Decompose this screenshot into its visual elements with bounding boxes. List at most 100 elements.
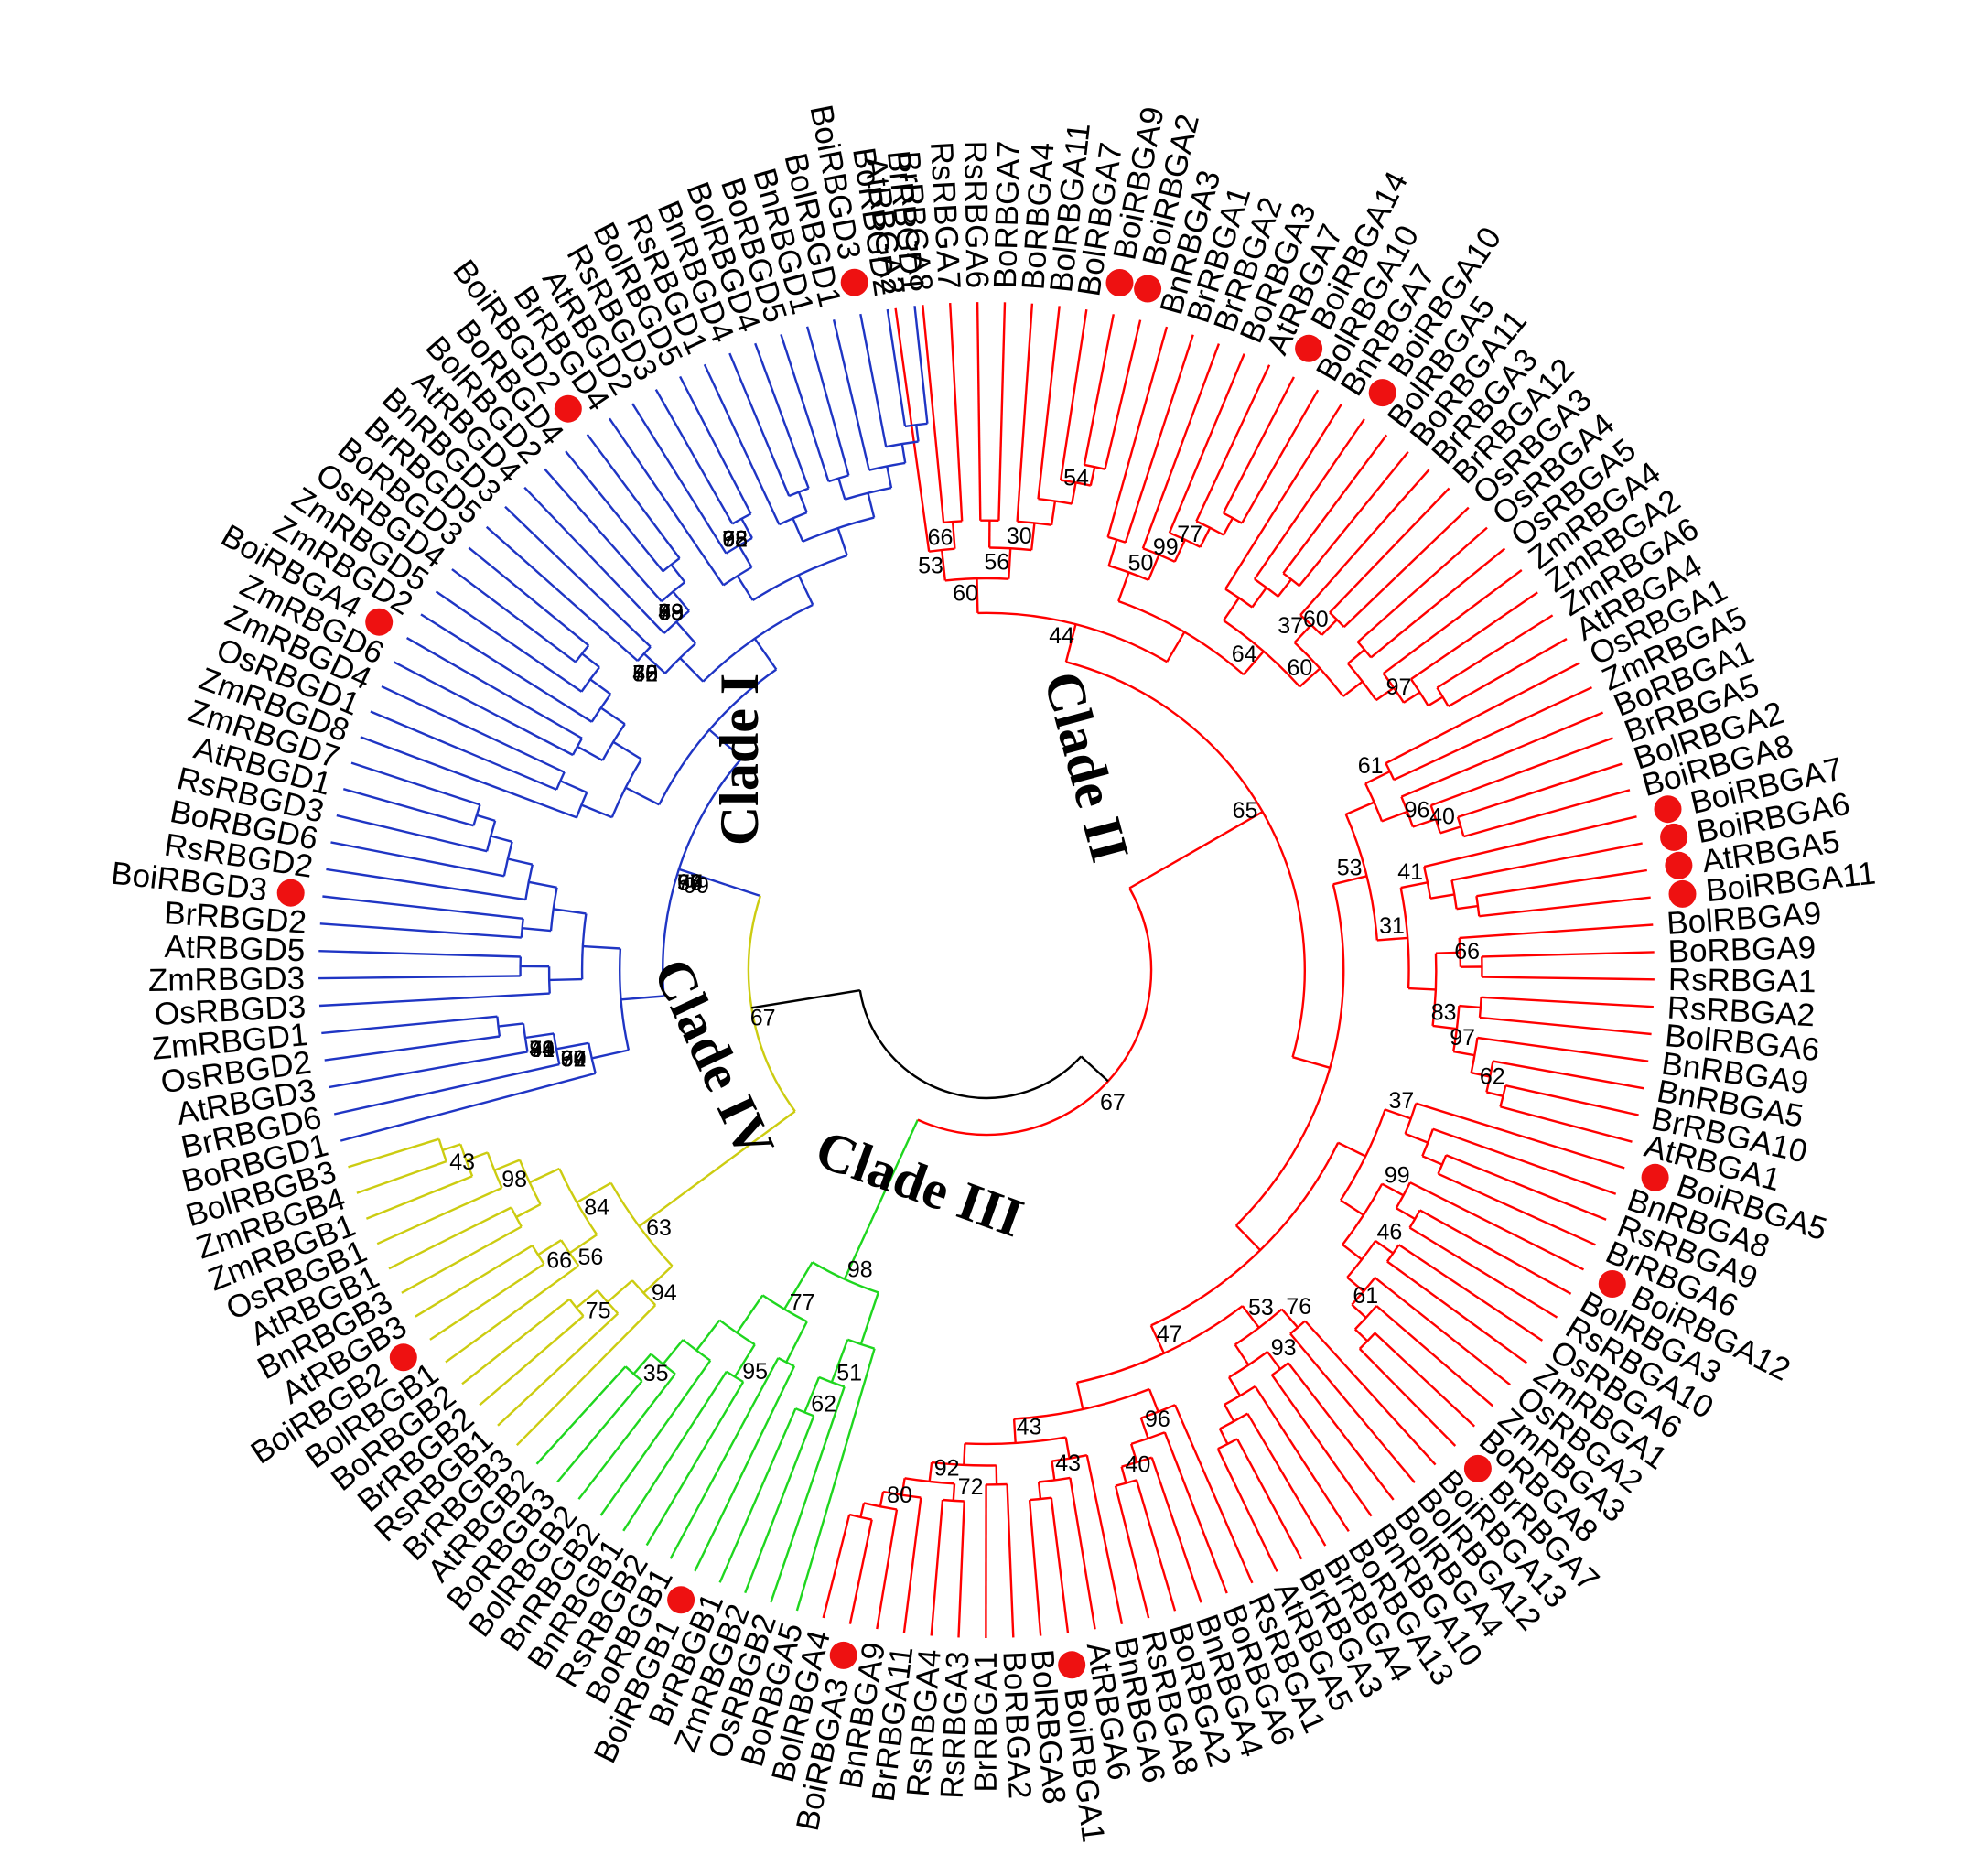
clade-i-internal-branch xyxy=(736,575,754,601)
leaf-label: AtRBGD5 xyxy=(164,929,306,968)
clade-label-ii: Clade II xyxy=(1032,665,1141,868)
bootstrap-value: 98 xyxy=(722,526,748,552)
clade-ii-tip-branch xyxy=(1037,306,1061,500)
marker-dots xyxy=(276,268,1697,1679)
clade-ii-node-arc xyxy=(1224,588,1254,609)
clade-ii-internal-branch xyxy=(1008,548,1012,579)
bootstrap-value: 86 xyxy=(632,662,658,687)
bootstrap-values: 6767999770345279625062465088757977418693… xyxy=(449,466,1505,1508)
clade-ii-node-arc xyxy=(1475,896,1481,917)
clade-i-node-arc xyxy=(885,440,919,448)
clade-ii-internal-branch xyxy=(1129,1443,1138,1463)
clade-ii-internal-branch xyxy=(1030,523,1036,551)
clade-ii-internal-branch xyxy=(1139,1418,1149,1439)
clade-iv-node-arc xyxy=(596,1289,620,1315)
clade-ii-node-arc xyxy=(1452,1006,1461,1052)
clade-iii-tip-branch xyxy=(535,1365,627,1465)
clade-ii-internal-branch xyxy=(1342,680,1364,697)
clade-iii-tip-branch xyxy=(599,1360,712,1516)
clade-ii-internal-branch xyxy=(976,578,979,613)
clade-ii-tip-branch xyxy=(1357,526,1488,643)
marker-dot xyxy=(667,1586,695,1614)
clade-iii-tip-branch xyxy=(556,1380,643,1483)
clade-ii-tip-branch xyxy=(1253,418,1365,580)
clade-ii-tip-branch xyxy=(1083,314,1115,466)
clade-ii-internal-branch xyxy=(1292,1056,1331,1069)
clade-ii-internal-branch xyxy=(1199,527,1212,548)
clade-ii-internal-branch xyxy=(1385,1108,1412,1120)
leaf-label: RsRBGA3 xyxy=(934,1651,976,1800)
bootstrap-value: 78 xyxy=(632,662,658,687)
bootstrap-value: 49 xyxy=(658,599,684,625)
clade-ii-node-arc xyxy=(1234,1308,1283,1346)
clade-ii-internal-branch xyxy=(1459,1004,1481,1009)
clade-i-internal-branch xyxy=(591,1049,630,1060)
clade-ii-tip-branch xyxy=(1479,896,1651,918)
bootstrap-value: 43 xyxy=(449,1149,475,1175)
clade-i-tip-branch xyxy=(406,637,583,739)
marker-dot xyxy=(1668,879,1697,908)
clade-ii-tip-branch xyxy=(1271,1374,1373,1517)
clade-ii-internal-branch xyxy=(1234,1343,1250,1366)
bootstrap-value: 97 xyxy=(1386,674,1412,700)
clade-ii-node-arc xyxy=(1217,1438,1238,1450)
clade-ii-node-arc xyxy=(1382,673,1405,704)
bootstrap-value: 68 xyxy=(658,599,684,625)
clade-i-node-arc xyxy=(788,487,810,498)
clade-iii-tip-branch xyxy=(577,1373,676,1500)
clade-ii-tip-branch xyxy=(848,1519,873,1624)
clade-i-tip-branch xyxy=(913,306,929,424)
clade-ii-tip-branch xyxy=(1168,353,1245,534)
clade-ii-internal-branch xyxy=(1396,1207,1416,1221)
clade-i-node-arc xyxy=(844,486,892,501)
clade-ii-tip-branch xyxy=(1419,1209,1572,1295)
clade-i-tip-branch xyxy=(340,1072,597,1142)
clade-ii-tip-branch xyxy=(894,307,931,552)
clade-i-tip-branch xyxy=(832,319,870,470)
bootstrap-value: 46 xyxy=(1376,1220,1402,1245)
leaf-label: OsRBGD3 xyxy=(154,988,307,1032)
clade-ii-internal-branch xyxy=(951,521,956,549)
clade-ii-internal-branch xyxy=(1222,517,1234,536)
clade-iv-internal-branch xyxy=(442,1143,461,1152)
bootstrap-value: 66 xyxy=(546,1248,572,1274)
clade-ii-tip-branch xyxy=(1432,1127,1617,1195)
clade-iii-tip-branch xyxy=(795,1348,876,1612)
clade-i-tip-branch xyxy=(330,841,505,878)
clade-ii-internal-branch xyxy=(1012,1418,1017,1443)
clade-ii-internal-branch xyxy=(1037,1482,1042,1500)
bootstrap-value: 97 xyxy=(1450,1025,1475,1051)
bootstrap-value: 61 xyxy=(1358,753,1384,779)
clade-i-node-arc xyxy=(778,511,808,526)
clade-ii-tip-branch xyxy=(1028,1500,1042,1636)
clade-iv-tip-branch xyxy=(365,1175,473,1220)
clade-iii-internal-branch xyxy=(843,1219,873,1280)
clade-ii-node-arc xyxy=(929,547,955,553)
bootstrap-value: 50 xyxy=(1128,551,1154,577)
clade-ii-internal-branch xyxy=(1277,578,1293,598)
marker-dot xyxy=(1463,1454,1492,1482)
clade-iii-internal-branch xyxy=(695,1319,721,1352)
clade-labels: Clade I Clade II Clade III Clade IV xyxy=(641,665,1140,1248)
clade-iv-tip-branch xyxy=(401,1225,523,1294)
clade-iv-internal-branch xyxy=(638,1197,678,1227)
clade-ii-tip-branch xyxy=(1374,1277,1511,1386)
clade-ii-internal-branch xyxy=(1064,1437,1071,1460)
clade-i-node-arc xyxy=(868,461,906,471)
clade-ii-tip-branch xyxy=(922,305,945,523)
clade-i-internal-branch xyxy=(678,868,727,886)
clade-ii-node-arc xyxy=(1060,479,1092,487)
clade-ii-internal-branch xyxy=(1427,695,1444,707)
bootstrap-value: 80 xyxy=(887,1482,912,1508)
clade-i-internal-branch xyxy=(837,478,846,501)
clade-iv-tip-branch xyxy=(515,1304,657,1447)
clade-iv-tip-branch xyxy=(415,1245,534,1318)
clade-i-node-arc xyxy=(588,1042,597,1074)
clade-ii-tip-branch xyxy=(1393,686,1593,782)
clade-i-node-arc xyxy=(555,771,566,791)
clade-iv-tip-branch xyxy=(445,1265,579,1364)
clade-ii-tip-branch xyxy=(1481,996,1654,1008)
bootstrap-value: 63 xyxy=(722,526,748,552)
clade-iv-tip-branch xyxy=(348,1137,440,1169)
clade-ii-node-arc xyxy=(1228,1351,1268,1379)
